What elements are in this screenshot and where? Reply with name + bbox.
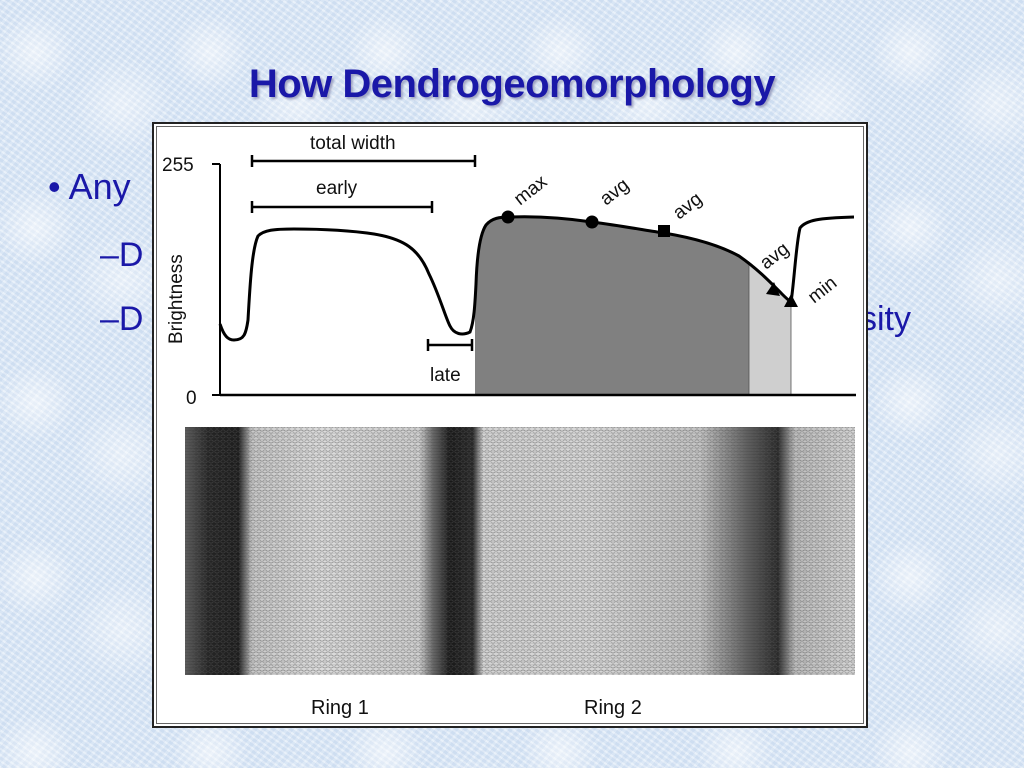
avg-label-2: avg [669,189,706,224]
ring-1-label: Ring 1 [311,697,369,719]
sub-bullet-text-tail: sity [860,300,911,338]
avg-marker-circle [585,215,599,229]
y-tick-label-max: 255 [162,155,194,176]
avg-label-1: avg [596,175,633,210]
y-tick-label-min: 0 [186,388,197,409]
sub-bullet-2: –D [100,300,143,339]
latewood-label: late [430,365,461,386]
sub-bullet-1: –D [100,236,143,275]
min-marker-triangle [784,294,798,307]
slide-title: How Dendrogeomorphology [248,62,776,106]
sub-bullet-2-tail: sity [860,300,911,339]
ring-2-label: Ring 2 [584,697,642,719]
bullet-1: • Any [48,166,131,208]
avg-label-3: avg [756,239,793,274]
earlywood-bracket [250,201,434,213]
sub-bullet-marker: – [100,300,119,338]
sub-bullet-text: D [118,300,144,338]
brightness-curve [218,215,855,342]
max-label: max [510,171,552,210]
latewood-shaded-area [475,216,749,395]
sub-bullet-text: D [118,236,144,274]
total-width-bracket [250,155,477,167]
wood-micrograph [185,427,855,675]
min-label: min [804,273,841,308]
bullet-text: Any [68,166,131,207]
max-marker [501,210,515,224]
bullet-marker: • [48,166,61,207]
ring-density-figure: 255 0 Brightness total width early late [152,122,868,728]
earlywood-label: early [316,178,358,199]
avg-marker-square [658,225,670,237]
figure-svg: 255 0 Brightness total width early late [162,133,856,719]
latewood-bracket [426,339,474,351]
sub-bullet-marker: – [100,236,119,274]
avg-marker-triangle [766,282,780,296]
total-width-label: total width [310,133,396,154]
y-axis-label: Brightness [166,254,187,344]
